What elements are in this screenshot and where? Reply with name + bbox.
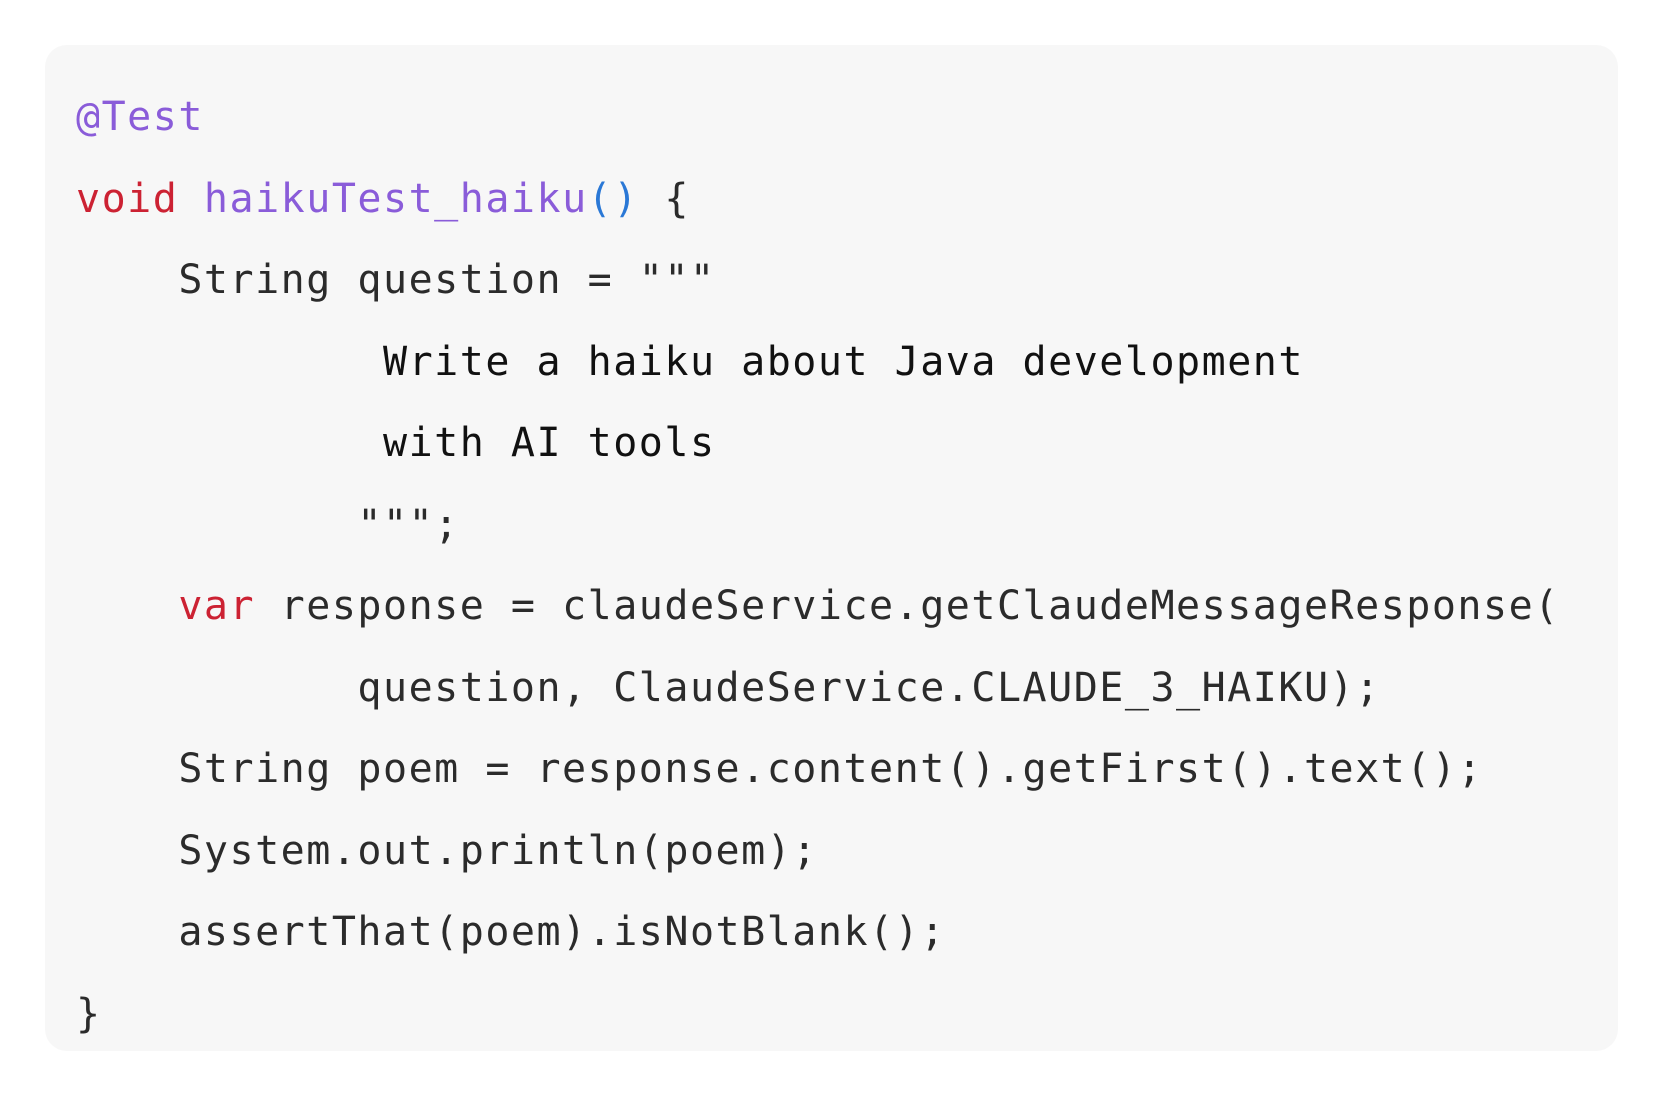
method-arguments: question, ClaudeService.CLAUDE_3_HAIKU); xyxy=(76,665,1381,711)
code-space xyxy=(178,176,204,222)
println-statement: System.out.println(poem); xyxy=(76,828,818,874)
poem-declaration: String poem = response.content().getFirs… xyxy=(76,746,1483,792)
indent xyxy=(76,583,178,629)
close-brace: } xyxy=(76,991,102,1037)
assert-statement: assertThat(poem).isNotBlank(); xyxy=(76,909,946,955)
question-declaration: String question = """ xyxy=(76,257,716,303)
method-name: haikuTest_haiku xyxy=(204,176,588,222)
text-block-end: """; xyxy=(76,502,460,548)
method-parens: () xyxy=(588,176,639,222)
code-block: @Test void haikuTest_haiku() { String qu… xyxy=(45,45,1618,1051)
annotation-test: @Test xyxy=(76,94,204,140)
code-line-11: assertThat(poem).isNotBlank(); xyxy=(45,932,1618,1014)
text-block-line-2: with AI tools xyxy=(76,420,716,466)
keyword-var: var xyxy=(178,583,255,629)
keyword-void: void xyxy=(76,176,178,222)
response-assignment: response = claudeService.getClaudeMessag… xyxy=(255,583,1560,629)
text-block-line-1: Write a haiku about Java development xyxy=(76,339,1304,385)
code-line-12: } xyxy=(45,1014,1618,1095)
open-brace: { xyxy=(639,176,690,222)
